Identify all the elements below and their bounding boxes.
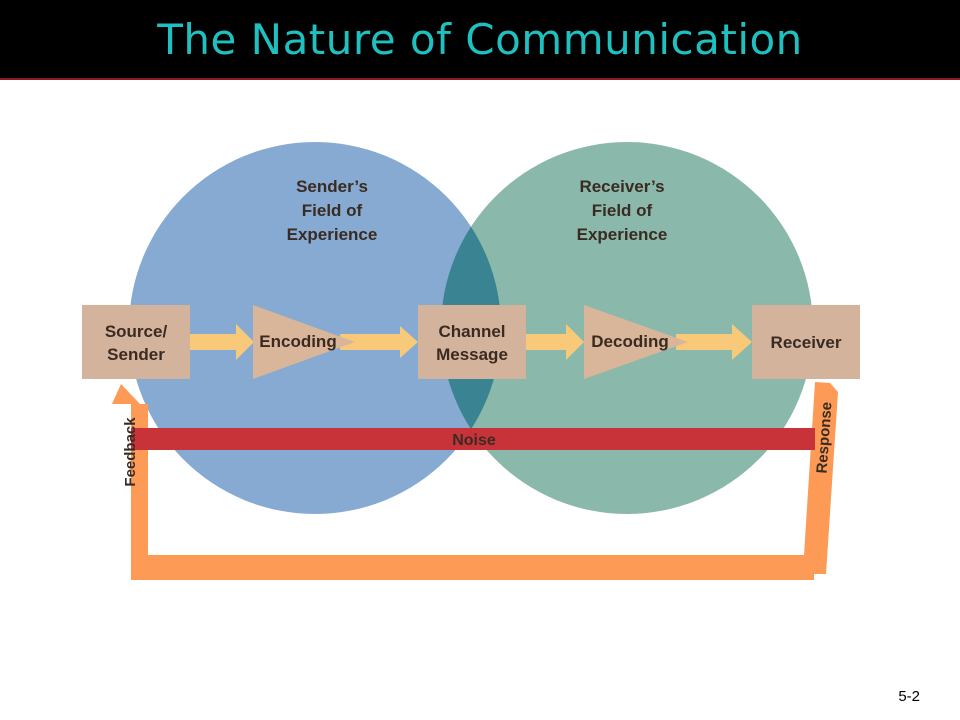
feedback-response-loop [112, 382, 838, 580]
decoding-label: Decoding [591, 332, 668, 351]
arrow-decoding-to-receiver [676, 324, 752, 360]
encoding-triangle [253, 305, 355, 379]
channel-message-box [418, 305, 526, 379]
sender-field-label-line3: Experience [287, 225, 378, 244]
slide-number: 5-2 [898, 688, 920, 705]
receiver-field-label-line1: Receiver’s [579, 177, 664, 196]
noise-bar [131, 428, 815, 450]
source-sender-box [82, 305, 190, 379]
feedback-label: Feedback [122, 417, 139, 487]
source-label-line1: Source/ [105, 322, 168, 341]
encoding-label: Encoding [259, 332, 336, 351]
receiver-box [752, 305, 860, 379]
decoding-triangle [584, 305, 688, 379]
title-bar: The Nature of Communication [0, 0, 960, 80]
receiver-field-label-line2: Field of [592, 201, 653, 220]
sender-field-label-line2: Field of [302, 201, 363, 220]
receiver-field-label-line3: Experience [577, 225, 668, 244]
noise-label: Noise [452, 432, 496, 449]
arrow-encoding-to-channel [340, 326, 418, 358]
slide-title: The Nature of Communication [157, 15, 803, 64]
arrow-source-to-encoding [190, 324, 254, 360]
channel-label-line1: Channel [438, 322, 505, 341]
source-label-line2: Sender [107, 345, 165, 364]
channel-label-line2: Message [436, 345, 508, 364]
receiver-label: Receiver [771, 333, 842, 352]
arrow-channel-to-decoding [526, 324, 584, 360]
response-label: Response [814, 401, 836, 474]
sender-field-label-line1: Sender’s [296, 177, 368, 196]
